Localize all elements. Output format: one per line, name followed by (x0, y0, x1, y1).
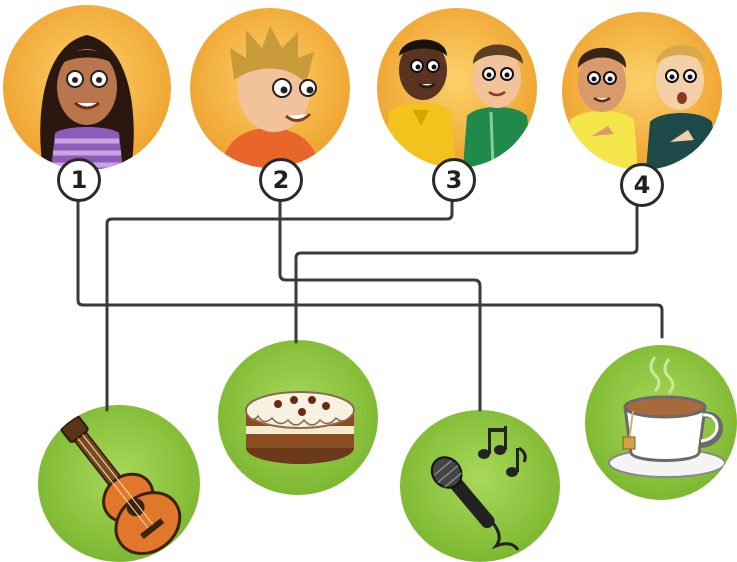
number-badge-1: 1 (57, 158, 101, 202)
boy-icon (190, 8, 350, 168)
girl-icon (3, 5, 171, 170)
number-badge-4: 4 (620, 163, 664, 207)
two-boys-icon (562, 12, 722, 170)
number-badge-2: 2 (259, 158, 303, 202)
person-1-circle[interactable] (3, 5, 171, 170)
connector-line-1-tea (78, 196, 662, 337)
guitar-icon (38, 405, 200, 562)
item-cake-circle[interactable] (218, 340, 378, 495)
microphone-icon (400, 410, 560, 562)
tea-cup-icon (585, 345, 737, 500)
connector-line-4-cake (296, 200, 637, 342)
item-guitar-circle[interactable] (38, 405, 200, 562)
number-badge-3: 3 (432, 158, 476, 202)
item-tea-cup-circle[interactable] (585, 345, 737, 500)
cake-icon (218, 340, 378, 495)
two-boys-icon (377, 8, 537, 168)
item-microphone-circle[interactable] (400, 410, 560, 562)
person-2-circle[interactable] (190, 8, 350, 168)
person-3-circle[interactable] (377, 8, 537, 168)
person-4-circle[interactable] (562, 12, 722, 170)
